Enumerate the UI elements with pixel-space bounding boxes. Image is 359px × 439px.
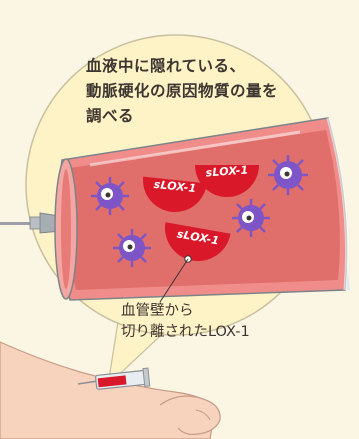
pointer-label: 血管壁から 切り離されたLOX-1 (121, 301, 321, 343)
caption-line-1: 血液中に隠れている、 (86, 57, 246, 75)
main-caption: 血液中に隠れている、 動脈硬化の原因物質の量を 調べる (86, 54, 326, 129)
slox1-marker-3 (165, 222, 231, 261)
hand (159, 395, 221, 435)
pointer-line (159, 258, 189, 303)
syringe (77, 367, 151, 390)
pointer-label-line-1: 血管壁から (121, 303, 194, 319)
virus-particle-1 (91, 177, 129, 215)
caption-line-3: 調べる (86, 107, 135, 125)
caption-line-2: 動脈硬化の原因物質の量を (86, 82, 279, 100)
virus-particle-3 (232, 199, 270, 237)
slox1-marker-2 (143, 176, 207, 212)
virus-particle-4 (113, 229, 151, 267)
pointer-label-line-2: 切り離されたLOX-1 (121, 324, 250, 340)
slox1-marker-1 (195, 165, 259, 197)
virus-particle-2 (268, 155, 308, 195)
